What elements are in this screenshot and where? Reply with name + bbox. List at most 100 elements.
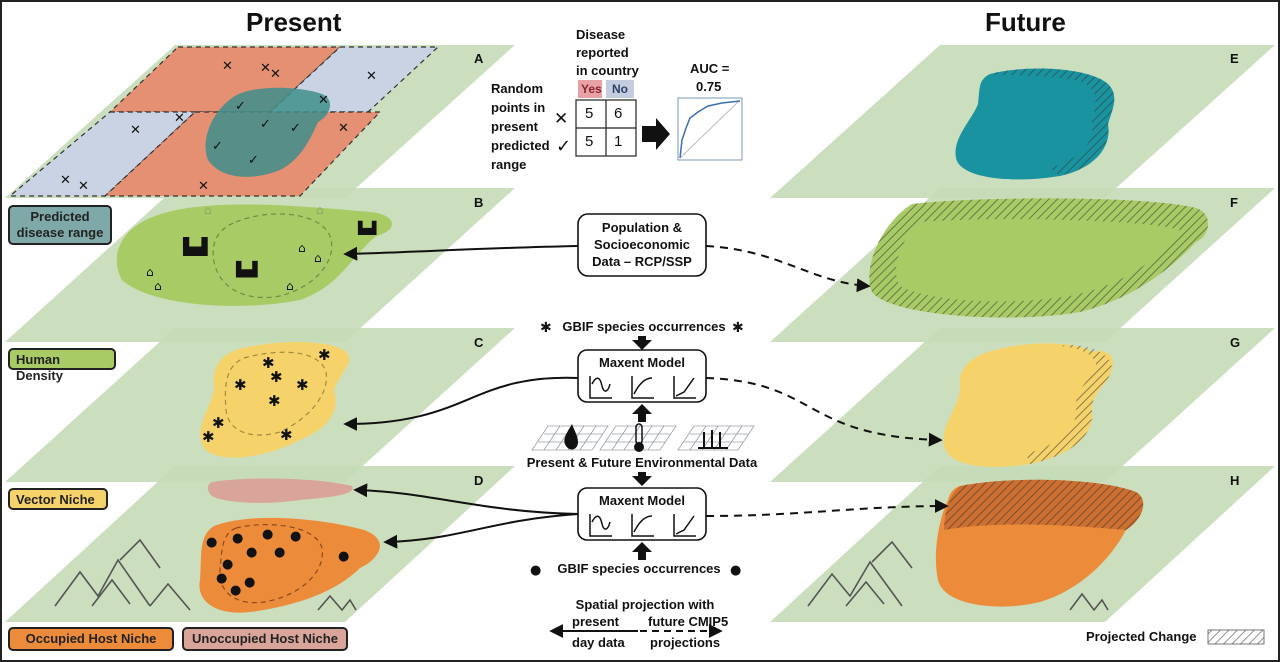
axis-icon (673, 514, 696, 537)
future-header: Future (985, 7, 1066, 37)
cross-marker: ✕ (222, 59, 233, 74)
population-data-box (577, 213, 707, 277)
panel-letter-f: F (1230, 195, 1238, 210)
rodent-icon: ● (216, 571, 227, 586)
projection-legend-title: Spatial projection with (575, 597, 715, 612)
panel-letter-c: C (474, 335, 484, 350)
mountain-icon (317, 594, 357, 612)
random-points-line-2: points in (491, 100, 546, 115)
cross-marker: ✕ (318, 93, 329, 108)
cross-marker: ✕ (260, 61, 271, 76)
projection-present-line-2: day data (572, 635, 625, 650)
rodent-icon: ● (262, 527, 273, 542)
grid-icon (599, 425, 677, 451)
rodent-icon: ● (230, 583, 241, 598)
curve-icon (633, 377, 653, 395)
no-header: No (612, 82, 628, 96)
population-data-line-3: Data – RCP/SSP (592, 254, 692, 269)
curve-icon (633, 515, 653, 533)
cell-check-yes: 5 (585, 133, 594, 150)
cross-marker: ✕ (60, 173, 71, 188)
mosquito-icon: ✱ (296, 376, 309, 394)
rodent-icon: ● (530, 563, 541, 578)
panel-letter-e: E (1230, 51, 1239, 66)
vector-niche-map (200, 342, 350, 458)
check-marker: ✓ (212, 139, 223, 154)
cell-cross-yes: 5 (585, 105, 594, 122)
arrow-up-icon (632, 542, 652, 560)
occupied-host-niche-label: Occupied Host Niche (8, 627, 174, 651)
mountain-icons-present (54, 538, 357, 612)
arrow-to-future-host (705, 499, 949, 517)
future-human-map (869, 198, 1209, 318)
house-icon: ⌂ (286, 279, 294, 293)
rodent-icon: ● (274, 545, 285, 560)
disease-reported-line-3: in country (576, 63, 639, 78)
projection-future-line-2: projections (650, 635, 721, 650)
mountain-icons-future (807, 540, 1109, 612)
mosquito-icons: ✱ ✱ ✱ ✱ ✱ ✱ ✱ ✱ ✱ (202, 346, 331, 446)
arrow-to-future-vector (705, 377, 943, 447)
axis-icon (673, 376, 696, 399)
curve-icon (591, 515, 611, 530)
panel-letter-h: H (1230, 473, 1240, 488)
auc-value: 0.75 (696, 79, 722, 94)
city-icon: ▙▟ (182, 237, 208, 256)
axis-icon (631, 376, 654, 399)
arrow-to-future-human (705, 245, 871, 293)
mountain-icon (871, 540, 913, 569)
roc-curve-plot (677, 97, 743, 161)
cross-marker: ✕ (270, 67, 281, 82)
mountain-icon (54, 558, 151, 607)
mountain-icon (807, 560, 903, 607)
axis-icon (589, 514, 612, 537)
projected-change-hatch (944, 479, 1144, 530)
vector-niche-label: Vector Niche (8, 488, 108, 510)
predicted-disease-range-label: Predicted disease range (8, 205, 112, 245)
axis-icon (631, 514, 654, 537)
mountain-icon (119, 538, 161, 569)
present-header: Present (246, 7, 342, 37)
population-data-line-1: Population & (601, 220, 683, 235)
yes-header: Yes (581, 82, 602, 96)
future-vector-map (943, 343, 1113, 467)
panel-letter-g: G (1230, 335, 1241, 350)
rodent-icon: ● (206, 535, 217, 550)
response-curves-2 (589, 514, 696, 537)
cross-marker: ✕ (198, 179, 209, 194)
projected-change-hatch (869, 198, 1209, 318)
mosquito-icon: ✱ (280, 426, 293, 444)
arrow-up-icon (632, 404, 652, 422)
curve-icon (675, 515, 695, 535)
mountain-icon (845, 580, 885, 607)
human-density-shape (116, 204, 392, 306)
city-icon: ▙▟ (357, 220, 377, 235)
rodent-icon: ● (290, 529, 301, 544)
arrow-to-occupied-niche (383, 513, 579, 549)
roc-curve (679, 100, 741, 159)
maxent-model-label-1: Maxent Model (599, 355, 685, 370)
city-icon: ▙▟ (235, 260, 258, 278)
mosquito-icon: ✱ (202, 428, 215, 446)
range-outline (224, 351, 327, 436)
grid-icon (677, 425, 755, 451)
house-icon: ⌂ (154, 279, 162, 293)
projection-present-line-1: present (572, 614, 619, 629)
population-data-line-2: Socioeconomic (593, 237, 691, 252)
environment-icons (564, 423, 728, 452)
house-icon: ⌂ (204, 203, 212, 217)
future-disease-map (955, 68, 1115, 180)
validation-table: ✕ ✓ (554, 80, 637, 157)
environmental-data-label: Present & Future Environmental Data (526, 455, 758, 470)
yes-cell-bg (578, 80, 602, 98)
host-niche-map (199, 478, 380, 613)
check-row-icon: ✓ (556, 136, 571, 157)
mountain-icon (149, 582, 191, 611)
cell-check-no: 1 (614, 133, 623, 150)
mosquito-icon: ✱ (540, 320, 552, 336)
vector-niche-shape (200, 342, 350, 458)
mosquito-icon: ✱ (234, 376, 247, 394)
gbif-top-label: GBIF species occurrences (562, 319, 726, 334)
